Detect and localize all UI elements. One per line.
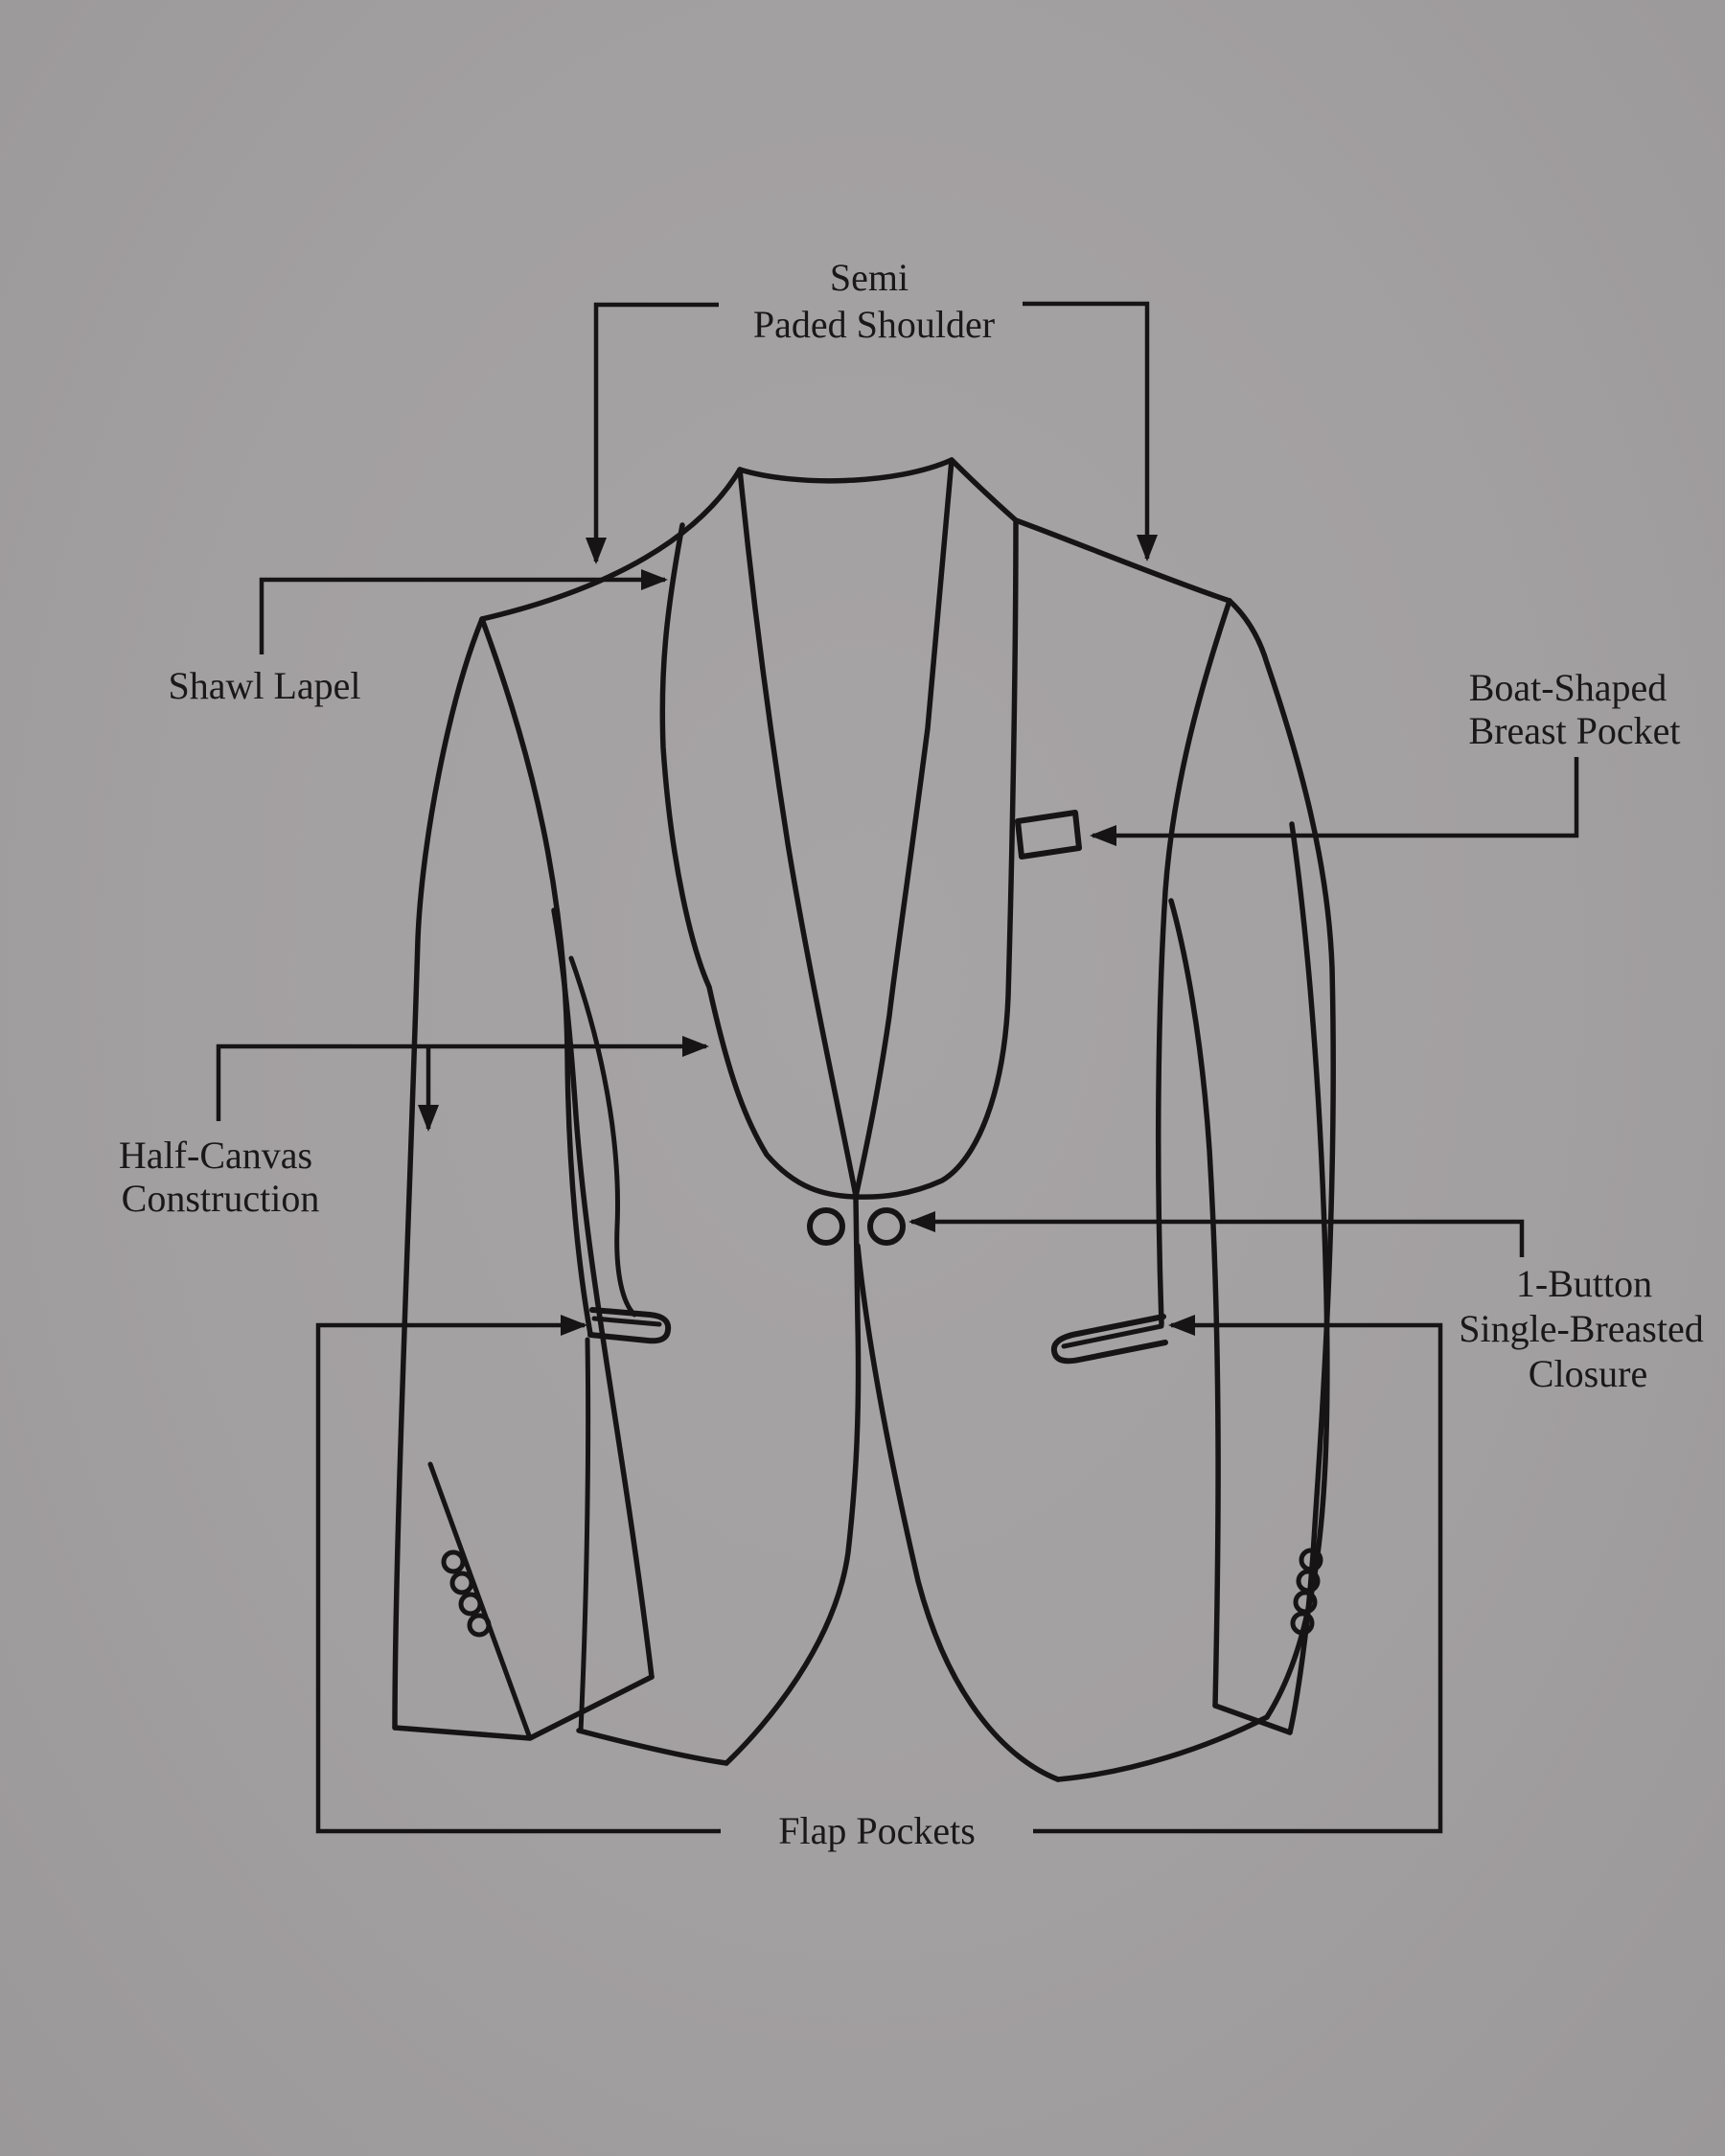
closure-leader [908,1211,1525,1257]
right-front-lapel-edge [853,517,1019,1200]
left-flap-pocket [587,1307,672,1344]
left-hem-edge [576,1728,729,1766]
flap-pockets-bracket-right [1033,1315,1443,1834]
flap-pockets-bracket-left [315,1315,721,1834]
shawl-lapel-label: Shawl Lapel [168,664,360,707]
left-flap-pocket-stitch [591,1316,662,1327]
breast-pocket-welt [1015,810,1082,860]
cuff-button [467,1613,492,1638]
shoulder-label-line1: Semi [830,256,908,299]
flap-pockets-label: Flap Pockets [778,1809,976,1852]
left-cuff-edge [392,1674,655,1741]
shoulder-label: Semi Paded Shoulder [753,256,995,346]
front-button [867,1207,906,1246]
right-sleeve-inner-seam [1168,898,1221,1709]
half-canvas-label-line2: Construction [122,1177,320,1220]
closure-label-line1: 1-Button [1516,1262,1652,1305]
callout-leaders [216,301,1579,1834]
shoulder-leader-left [586,302,719,564]
right-lapel-inner-edge [853,457,954,1200]
cuff-button [449,1571,474,1595]
breast-pocket-label: Boat-Shaped Breast Pocket [1468,666,1680,752]
half-canvas-leader [216,1036,709,1121]
front-buttonhole [807,1207,845,1246]
half-canvas-label: Half-Canvas Construction [119,1134,322,1220]
right-hem-edge [1055,1714,1270,1782]
right-front-edge [855,1243,1061,1782]
right-cuff-edge [1212,1703,1293,1735]
callout-labels: Semi Paded Shoulder Shawl Lapel Boat-Sha… [119,256,1714,1852]
half-canvas-label-line1: Half-Canvas [119,1134,312,1177]
shawl-lapel-leader [259,569,668,654]
cuff-button [458,1592,483,1617]
breast-pocket-label-line2: Breast Pocket [1468,709,1680,752]
right-flap-pocket [1050,1314,1168,1365]
left-armhole-seam [479,616,593,1337]
right-collar-base-seam [949,457,1019,523]
breast-pocket-label-line1: Boat-Shaped [1469,666,1668,709]
cuff-button [441,1549,466,1574]
left-shoulder-seam [479,467,743,622]
closure-label: 1-Button Single-Breasted Closure [1459,1262,1714,1395]
collar-top-edge [737,457,954,484]
left-sleeve-outer-edge [392,616,485,1731]
right-armhole-seam [1155,598,1232,1327]
right-shoulder-seam [1013,517,1232,604]
left-panel-seam-below-pocket [578,1337,591,1733]
shoulder-leader-right [1023,301,1158,562]
jacket-drawing [392,457,1336,1782]
right-cuff-buttons [1290,1548,1323,1636]
left-cuff-buttons [441,1549,492,1638]
cuff-button [1290,1611,1315,1636]
closure-label-line2: Single-Breasted [1459,1307,1704,1350]
right-flap-pocket-stitch [1061,1323,1164,1349]
shoulder-label-line2: Paded Shoulder [753,303,995,346]
left-lapel-edge [737,467,859,1199]
closure-label-line3: Closure [1529,1352,1647,1395]
left-front-edge [724,1195,862,1766]
left-lapel-crease [659,522,859,1200]
breast-pocket-leader [1090,757,1579,846]
left-side-dart [568,955,637,1318]
